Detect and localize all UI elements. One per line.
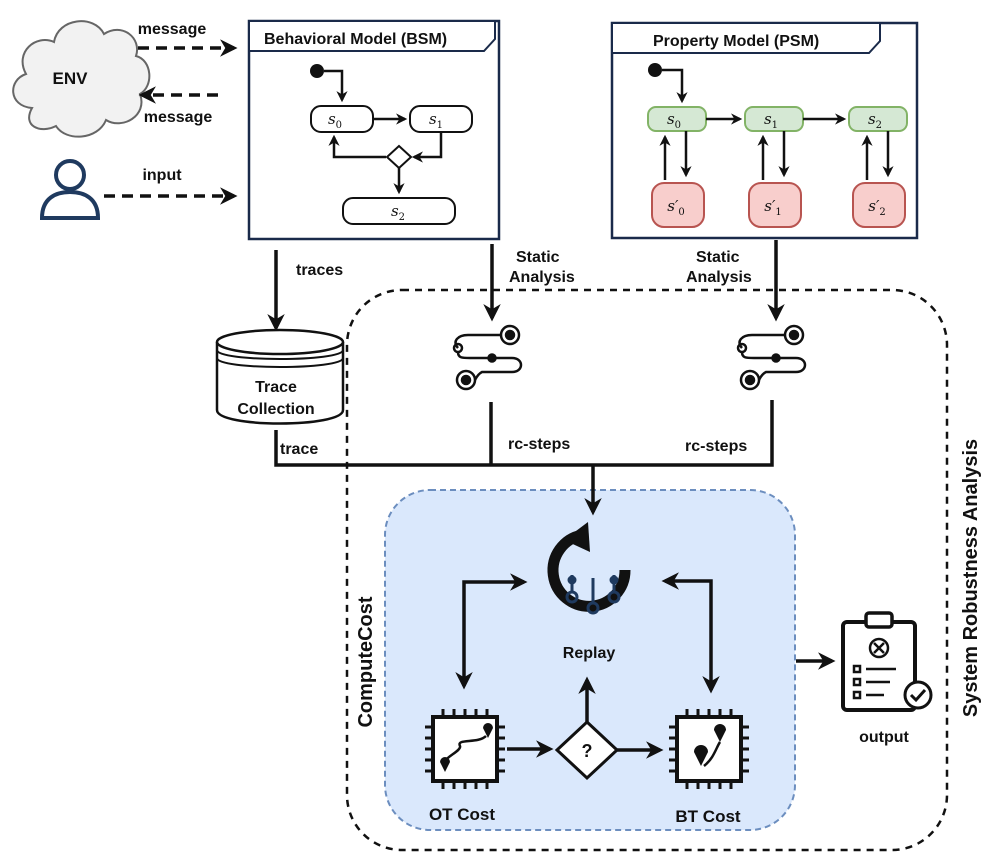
bsm-box: Behavioral Model (BSM) s0 s1 s2 [247,19,501,241]
rc-steps-label-2: rc-steps [685,438,747,455]
message-in-label: message [144,109,213,126]
svg-text:s′1: s′1 [764,197,781,218]
compute-cost-label: ComputeCost [355,596,377,727]
system-robustness-region [345,288,949,852]
replay-bt-arrow [661,572,720,694]
input-label: input [142,167,182,184]
ot-cost-chip-icon: OT Cost [425,709,505,824]
trace-connector [274,400,774,467]
psm-prime-state-s0 [651,182,705,228]
env-label: ENV [53,69,89,88]
route-steps-icon-1 [452,324,523,391]
psm-title: Property Model (PSM) [653,33,819,50]
env-cloud: ENV [12,20,151,138]
psm-state-s2 [848,106,908,132]
replay-ot-arrow [455,573,528,690]
svg-text:s1: s1 [764,110,778,131]
static-analysis-label-2-line1: Static [696,249,740,266]
svg-text:s2: s2 [391,202,405,223]
psm-box: Property Model (PSM) s0 s1 s2 s′0 s′1 s′… [610,21,919,240]
bsm-title: Behavioral Model (BSM) [264,31,447,48]
route-steps-icon-2 [736,324,807,391]
trace-collection-database-icon: Trace Collection [215,328,345,425]
trace-collection-label-line1: Trace [255,379,297,396]
static-analysis-label-2-line2: Analysis [686,269,752,286]
rc-steps-label-1: rc-steps [508,436,570,453]
static-analysis-label-1-line2: Analysis [509,269,575,286]
traces-label: traces [296,262,343,279]
message-out-label: message [138,21,207,38]
psm-initial-state [648,63,662,77]
replay-icon: Replay [547,522,631,662]
decision-diamond [554,719,620,781]
replay-label: Replay [563,645,616,662]
psm-prime-state-s2 [852,182,906,228]
svg-text:s′0: s′0 [667,197,684,218]
bt-cost-label: BT Cost [675,807,741,826]
output-label: output [859,729,909,746]
trace-label: trace [280,441,318,458]
output-clipboard-icon: output [841,611,933,746]
svg-text:s1: s1 [429,110,443,131]
user-icon [39,159,101,220]
svg-text:s2: s2 [868,110,882,131]
system-robustness-label: System Robustness Analysis [960,439,982,717]
svg-text:s0: s0 [667,110,681,131]
bt-cost-chip-icon: BT Cost [669,709,749,826]
bsm-state-s2 [342,197,456,225]
ot-cost-label: OT Cost [429,805,495,824]
psm-prime-state-s1 [748,182,802,228]
svg-text:s′2: s′2 [868,197,885,218]
decision-label: ? [582,741,593,761]
svg-text:s0: s0 [328,110,342,131]
static-analysis-label-1-line1: Static [516,249,560,266]
trace-collection-label-line2: Collection [237,401,314,418]
bsm-initial-state [310,64,324,78]
